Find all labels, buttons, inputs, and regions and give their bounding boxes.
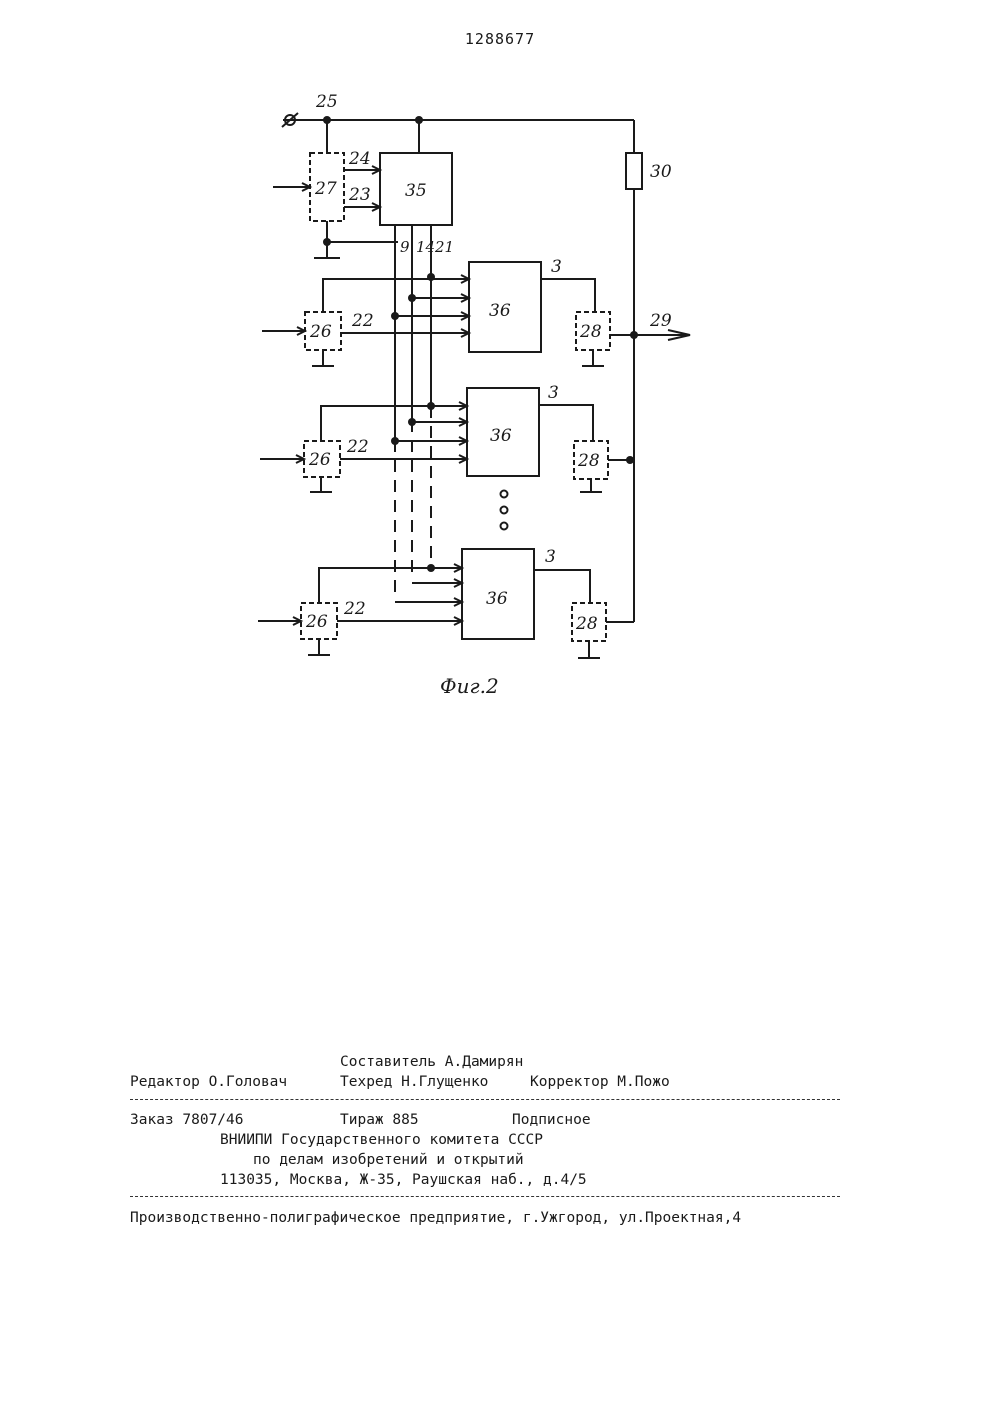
- label-9: 9: [400, 238, 410, 256]
- resistor-30: [626, 153, 642, 189]
- divider-top: [130, 1099, 840, 1100]
- label-36-stage-n: 36: [486, 589, 508, 609]
- org-line-2: по делам изобретений и открытий: [253, 1152, 753, 1168]
- label-30: 30: [650, 162, 672, 182]
- figure-caption: Фиг.2: [440, 674, 499, 698]
- composer-line: Составитель А.Дамирян: [340, 1054, 740, 1070]
- label-36-stage-2: 36: [490, 426, 512, 446]
- org-line-1: ВНИИПИ Государственного комитета СССР: [220, 1132, 720, 1148]
- subscription: Подписное: [512, 1112, 712, 1128]
- label-22-stage-2: 22: [346, 437, 369, 457]
- editor: Редактор О.Головач: [130, 1074, 287, 1090]
- label-29: 29: [649, 311, 672, 331]
- label-24: 24: [348, 149, 371, 169]
- label-3-stage-1: 3: [551, 257, 562, 277]
- supply-rail: [282, 113, 634, 153]
- label-14: 14: [416, 238, 435, 256]
- label-26-stage-n: 26: [305, 612, 328, 632]
- printer-line: Производственно-полиграфическое предприя…: [130, 1210, 850, 1226]
- label-3-stage-n: 3: [545, 547, 556, 567]
- label-3-stage-2: 3: [548, 383, 559, 403]
- label-28-stage-1: 28: [579, 322, 602, 342]
- corrector: Корректор М.Пожо: [530, 1074, 830, 1090]
- ellipsis-dots: [501, 491, 508, 530]
- label-36-stage-1: 36: [489, 301, 511, 321]
- label-22-stage-n: 22: [343, 599, 366, 619]
- bus-lines: [395, 225, 431, 600]
- circulation: Тираж 885: [340, 1112, 540, 1128]
- stage-n: [258, 549, 634, 658]
- label-26-stage-1: 26: [309, 322, 332, 342]
- label-27: 27: [314, 179, 337, 199]
- label-25: 25: [315, 92, 338, 112]
- label-22-stage-1: 22: [351, 311, 374, 331]
- label-35: 35: [405, 181, 427, 201]
- label-26-stage-2: 26: [308, 450, 331, 470]
- label-23: 23: [348, 185, 371, 205]
- label-28-stage-2: 28: [577, 451, 600, 471]
- divider-bottom: [130, 1196, 840, 1197]
- stage-2: [260, 388, 634, 492]
- techred: Техред Н.Глущенко: [340, 1074, 540, 1090]
- stage-1: [262, 262, 690, 366]
- org-address: 113035, Москва, Ж-35, Раушская наб., д.4…: [220, 1172, 720, 1188]
- label-28-stage-n: 28: [575, 614, 598, 634]
- circuit-diagram: 25 24 23 27 35 30 9 14 21 3 36 22 26 28 …: [0, 0, 1000, 720]
- label-21: 21: [434, 238, 454, 256]
